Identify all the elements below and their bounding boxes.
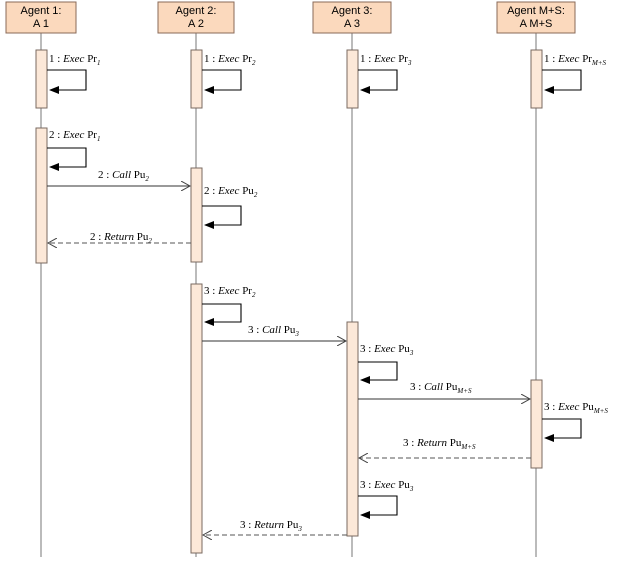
agent-ms-header[interactable]: Agent M+S: A M+S	[496, 1, 576, 34]
activation-bar	[530, 379, 543, 469]
message-label-exec-pr1: 2 : Exec Pr1	[49, 129, 100, 143]
self-message	[47, 69, 87, 94]
self-message	[542, 418, 582, 442]
self-message	[202, 205, 242, 229]
self-message	[47, 147, 87, 171]
message-label-exec-pr2: 3 : Exec Pr2	[204, 285, 256, 299]
activation-bar	[530, 49, 543, 109]
self-message	[202, 303, 242, 326]
message-label-return-pu2: 2 : Return Pu2	[90, 231, 152, 245]
message-label-return-pu3: 3 : Return Pu3	[240, 519, 302, 533]
activation-bar	[35, 127, 48, 264]
agent-2-name: A 2	[188, 18, 204, 30]
message-label-exec-pu3: 3 : Exec Pu3	[360, 479, 414, 493]
message-label-call-pu2: 2 : Call Pu2	[98, 169, 149, 183]
agent-3-title: Agent 3:	[332, 5, 373, 17]
agent-ms-name: A M+S	[520, 18, 553, 30]
message-label-exec-pr2: 1 : Exec Pr2	[204, 53, 256, 67]
message-label-return-pums: 3 : Return PuM+S	[403, 437, 476, 451]
self-message	[358, 69, 398, 94]
activation-bar	[190, 167, 203, 263]
agent-1-name: A 1	[33, 18, 49, 30]
message-label-exec-pu3: 3 : Exec Pu3	[360, 343, 414, 357]
activation-bar	[190, 49, 203, 109]
self-message	[358, 495, 398, 519]
agent-3-header[interactable]: Agent 3: A 3	[312, 1, 392, 34]
activation-bar	[190, 283, 203, 554]
message-label-exec-pr1: 1 : Exec Pr1	[49, 53, 100, 67]
agent-2-title: Agent 2:	[176, 5, 217, 17]
self-message	[202, 69, 242, 94]
self-message	[358, 361, 398, 384]
activation-bar	[346, 321, 359, 537]
agent-2-header[interactable]: Agent 2: A 2	[157, 1, 235, 34]
message-label-exec-prms: 1 : Exec PrM+S	[544, 53, 607, 67]
message-label-exec-pr3: 1 : Exec Pr3	[360, 53, 412, 67]
message-label-exec-pu2: 2 : Exec Pu2	[204, 185, 258, 199]
message-label-exec-pums: 3 : Exec PuM+S	[544, 401, 608, 415]
message-label-call-pu3: 3 : Call Pu3	[248, 324, 299, 338]
activation-bar	[346, 49, 359, 109]
agent-1-header[interactable]: Agent 1: A 1	[5, 1, 77, 34]
agent-3-name: A 3	[344, 18, 360, 30]
agent-ms-title: Agent M+S:	[507, 5, 565, 17]
activation-bar	[35, 49, 48, 109]
self-message	[542, 69, 582, 94]
message-label-call-pums: 3 : Call PuM+S	[410, 381, 472, 395]
agent-1-title: Agent 1:	[21, 5, 62, 17]
